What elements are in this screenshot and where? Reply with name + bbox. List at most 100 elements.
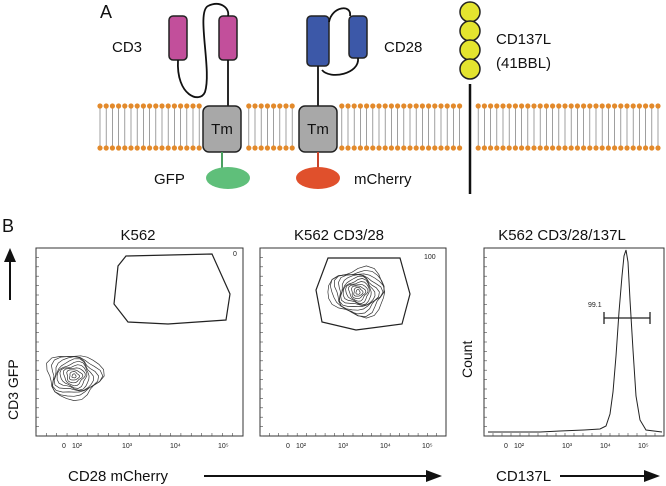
lipid-head (419, 103, 425, 109)
plot2-xtick-1e3: 10³ (338, 443, 349, 450)
lipid-head (357, 103, 363, 109)
cd137l-ligand (459, 1, 481, 194)
plot1-gate-value: 0 (233, 251, 237, 258)
lipid-head (426, 145, 432, 151)
cell-membrane (97, 103, 661, 151)
hist-x-axis-arrow (560, 470, 660, 482)
lipid-head (655, 145, 661, 151)
lipid-head (612, 145, 618, 151)
lipid-head (271, 145, 277, 151)
lipid-head (587, 103, 593, 109)
lipid-head (605, 145, 612, 151)
lipid-head (246, 103, 252, 109)
lipid-head (171, 145, 177, 151)
lipid-head (636, 103, 643, 109)
lipid-head (382, 145, 388, 151)
lipid-head (116, 103, 122, 109)
lipid-head (351, 103, 357, 109)
lipid-head (457, 103, 463, 109)
panel-b-letter: B (2, 216, 14, 236)
cd28-domain-left (306, 15, 330, 67)
contour-ring (355, 288, 361, 295)
lipid-head (264, 103, 270, 109)
contour-ring (345, 281, 370, 304)
lipid-head (388, 145, 394, 151)
lipid-head (345, 103, 351, 109)
lipid-head (605, 103, 612, 109)
lipid-head (171, 103, 177, 109)
plot3-xtick-1e4: 10⁴ (600, 443, 611, 450)
lipid-head (612, 103, 618, 109)
lipid-head (568, 103, 574, 109)
lipid-head (618, 103, 624, 109)
lipid-head (450, 145, 456, 151)
lipid-head (630, 145, 636, 151)
lipid-head (419, 145, 425, 151)
cd3-domain-right (218, 15, 238, 61)
lipid-head (351, 145, 357, 151)
lipid-head (512, 145, 519, 151)
lipid-head (289, 145, 295, 151)
cd3-receptor (168, 3, 238, 106)
lipid-head (258, 103, 264, 109)
lipid-head (481, 103, 487, 109)
lipid-head (196, 145, 202, 151)
cd28-receptor (306, 7, 368, 106)
contour-ring (69, 371, 80, 381)
mcherry-marker (296, 167, 340, 189)
lipid-head (624, 103, 630, 109)
plot1-xtick-1e2: 10² (72, 443, 83, 450)
lipid-head (519, 145, 525, 151)
lipid-head (562, 103, 568, 109)
lipid-head (531, 145, 537, 151)
cd3-linker (177, 3, 230, 98)
hist-y-label: Count (459, 341, 475, 378)
contour-ring (59, 364, 88, 389)
tm-label-cd3: Tm (211, 121, 233, 138)
lipid-head (599, 145, 605, 151)
lipid-head (376, 145, 382, 151)
cd137l-bead-1 (459, 1, 481, 23)
lipid-head (500, 103, 506, 109)
lipid-head (97, 103, 103, 109)
lipid-head (109, 145, 115, 151)
lipid-head (165, 145, 171, 151)
contour-ring (52, 356, 99, 393)
lipid-head (283, 103, 289, 109)
lipid-head (488, 103, 494, 109)
plot1-contour-cluster (46, 355, 105, 401)
plot2-frame (259, 247, 447, 437)
cd137l-bead-4 (459, 58, 481, 80)
contour-ring (66, 369, 84, 384)
contour-ring (342, 278, 372, 306)
contour-ring (327, 265, 386, 319)
lipid-head (116, 145, 122, 151)
plot3-xtick-1e5: 10⁵ (638, 443, 649, 450)
lipid-head (277, 145, 283, 151)
lipid-head (432, 103, 438, 109)
lipid-head (289, 103, 295, 109)
panel-a-letter: A (100, 2, 112, 22)
y-axis-arrow (4, 248, 16, 300)
lipid-head (184, 145, 190, 151)
y-axis-label: CD3 GFP (5, 359, 21, 420)
lipid-head (370, 103, 376, 109)
contour-ring (63, 367, 86, 387)
lipid-head (562, 145, 568, 151)
lipid-head (97, 145, 103, 151)
lipid-head (494, 103, 500, 109)
lipid-head (624, 145, 630, 151)
lipid-head (543, 145, 550, 151)
cd137l-bead-3 (459, 39, 481, 61)
lipid-head (147, 145, 153, 151)
lipid-head (475, 103, 481, 109)
lipid-head (407, 145, 413, 151)
lipid-head (165, 103, 171, 109)
lipid-head (103, 103, 109, 109)
lipid-head (339, 145, 345, 151)
lipid-head (413, 145, 419, 151)
lipid-head (481, 145, 487, 151)
cd137l-label-alt: (41BBL) (496, 55, 551, 72)
lipid-head (574, 103, 581, 109)
plot2-xtick-0: 0 (286, 443, 290, 450)
